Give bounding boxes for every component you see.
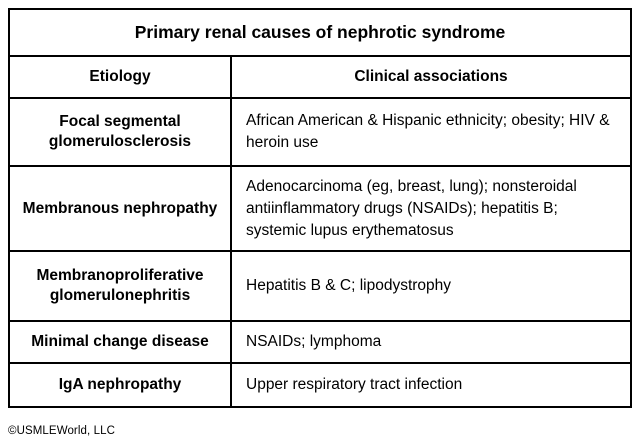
column-header-clinical-associations: Clinical associations xyxy=(354,68,508,85)
etiology-cell: IgA nephropathy xyxy=(10,364,232,406)
etiology-cell: Minimal change disease xyxy=(10,322,232,362)
etiology-cell: Membranous nephropathy xyxy=(10,167,232,250)
association-cell: Adenocarcinoma (eg, breast, lung); nonst… xyxy=(246,177,577,239)
table-row-minimal-change-disease: Minimal change disease NSAIDs; lymphoma xyxy=(10,320,630,362)
table-row-focal-segmental-glomerulosclerosis: Focal segmental glomerulosclerosis Afric… xyxy=(10,97,630,165)
column-header-etiology: Etiology xyxy=(10,57,232,97)
association-cell: Hepatitis B & C; lipodystrophy xyxy=(246,277,452,294)
association-cell: Upper respiratory tract infection xyxy=(246,376,463,393)
table-row-iga-nephropathy: IgA nephropathy Upper respiratory tract … xyxy=(10,362,630,406)
table-title-row: Primary renal causes of nephrotic syndro… xyxy=(10,10,630,55)
table-title: Primary renal causes of nephrotic syndro… xyxy=(134,22,506,42)
nephrotic-syndrome-table: Primary renal causes of nephrotic syndro… xyxy=(8,8,632,408)
table-row-membranous-nephropathy: Membranous nephropathy Adenocarcinoma (e… xyxy=(10,165,630,250)
association-cell: African American & Hispanic ethnicity; o… xyxy=(246,112,610,151)
table-row-membranoproliferative-glomerulonephritis: Membranoproliferative glomerulonephritis… xyxy=(10,250,630,320)
copyright-text: ©USMLEWorld, LLC xyxy=(8,425,116,437)
table-header-row: Etiology Clinical associations xyxy=(10,55,630,97)
etiology-cell: Focal segmental glomerulosclerosis xyxy=(10,99,232,165)
etiology-cell: Membranoproliferative glomerulonephritis xyxy=(10,252,232,320)
association-cell: NSAIDs; lymphoma xyxy=(246,333,382,350)
